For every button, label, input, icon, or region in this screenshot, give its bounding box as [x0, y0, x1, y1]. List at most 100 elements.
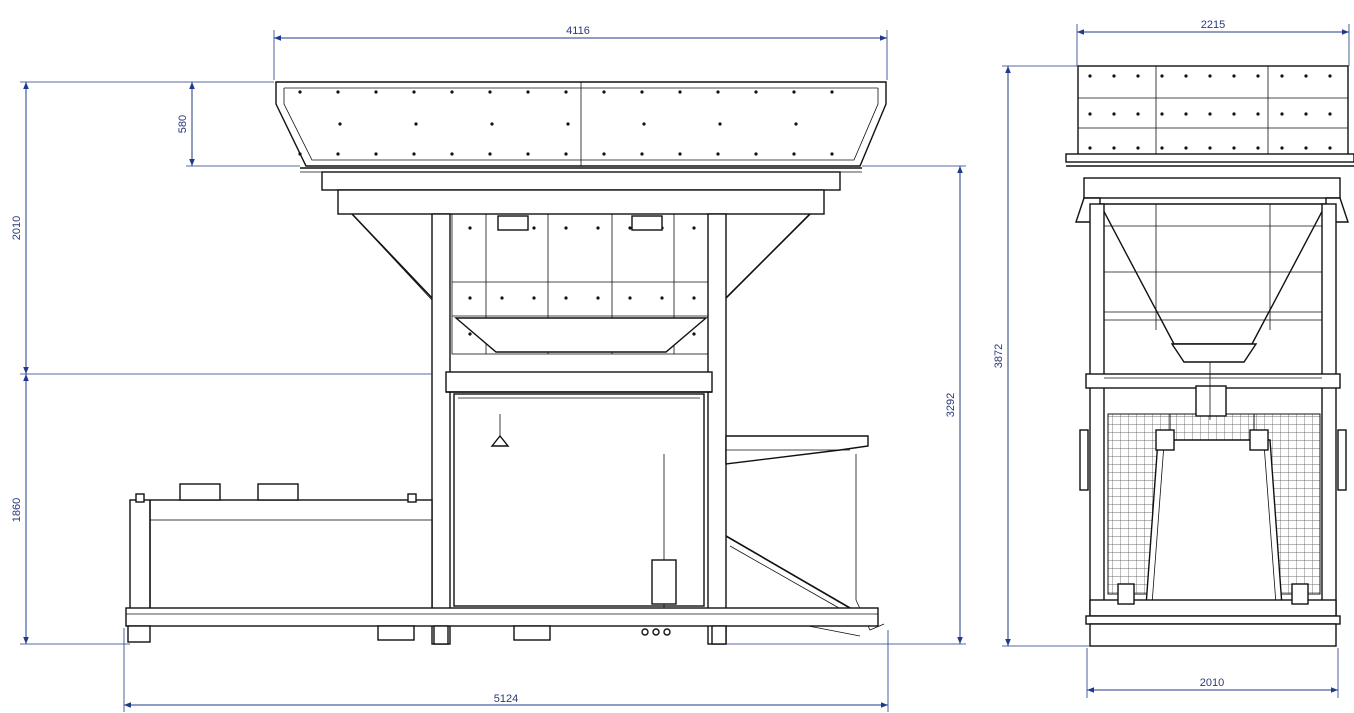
bolt-dot: [1184, 74, 1188, 78]
side-view: [125, 81, 887, 645]
bolt-dot: [450, 90, 454, 94]
side-hook: [490, 414, 677, 608]
bolt-dot: [532, 296, 536, 300]
bolt-dot: [1088, 74, 1092, 78]
bolt-dot: [830, 152, 834, 156]
bolt-dot: [414, 122, 418, 126]
bolt-dot: [468, 296, 472, 300]
bolt-dot: [1208, 74, 1212, 78]
dim-side-upper-height: 2010: [11, 216, 23, 240]
bolt-dot: [830, 90, 834, 94]
bolt-dot: [754, 152, 758, 156]
bolt-dot: [602, 90, 606, 94]
bolt-dot: [1088, 112, 1092, 116]
bolt-dot: [716, 152, 720, 156]
bolt-dot: [1112, 146, 1116, 150]
bolt-dot: [792, 152, 796, 156]
dim-side-top-width: 4116: [566, 25, 590, 37]
bolt-dot: [468, 332, 472, 336]
bolt-dot: [602, 152, 606, 156]
bolt-dot: [640, 152, 644, 156]
bolt-dot: [412, 152, 416, 156]
side-chute: [725, 435, 885, 637]
bolt-dot: [1256, 146, 1260, 150]
side-base: [125, 607, 879, 645]
bolt-dot: [718, 122, 722, 126]
bolt-dot: [336, 152, 340, 156]
bolt-dot: [374, 90, 378, 94]
side-upper-hopper: [275, 81, 887, 173]
bolt-dot: [1136, 112, 1140, 116]
bolt-dot: [794, 122, 798, 126]
bolt-dot: [1208, 112, 1212, 116]
dim-front-total-height: 3872: [993, 344, 1005, 368]
bolt-dot: [596, 296, 600, 300]
bolt-dot: [1160, 74, 1164, 78]
bolt-dot: [692, 332, 696, 336]
bolt-dot: [1328, 74, 1332, 78]
bolt-dot: [1304, 146, 1308, 150]
bolt-dot: [374, 152, 378, 156]
dimension-lines: [20, 24, 1350, 712]
bolt-dot: [754, 90, 758, 94]
bolt-dot: [1232, 146, 1236, 150]
front-lower-hopper: [1075, 177, 1349, 363]
bolt-dot: [1184, 112, 1188, 116]
bolt-dot: [678, 90, 682, 94]
bolt-dot: [338, 122, 342, 126]
bolt-dot: [1232, 74, 1236, 78]
bolt-dot: [1232, 112, 1236, 116]
bolt-dot: [1328, 146, 1332, 150]
bolt-dot: [640, 90, 644, 94]
bolt-dot: [1160, 146, 1164, 150]
bolt-dot: [490, 122, 494, 126]
side-tank: [129, 483, 433, 611]
bolt-dot: [1208, 146, 1212, 150]
front-view: [1065, 65, 1354, 647]
bolt-dot: [1160, 112, 1164, 116]
bolt-dot: [564, 296, 568, 300]
dim-side-hopper-depth: 580: [177, 115, 189, 133]
bolt-dot: [298, 152, 302, 156]
bolt-dot: [628, 226, 632, 230]
bolt-dot: [1280, 146, 1284, 150]
dim-side-total-length: 5124: [494, 693, 518, 705]
bolt-dot: [1280, 112, 1284, 116]
bolt-dot: [1304, 112, 1308, 116]
dim-side-lower-height: 1860: [11, 498, 23, 522]
dim-front-base-width: 2010: [1200, 677, 1224, 689]
front-top-hopper: [1065, 65, 1354, 167]
bolt-dot: [1256, 112, 1260, 116]
bolt-dot: [1304, 74, 1308, 78]
bolt-dot: [450, 152, 454, 156]
bolt-dot: [1136, 146, 1140, 150]
side-lower-hopper: [321, 171, 841, 355]
dim-side-hopper-to-base: 3292: [945, 393, 957, 417]
bolt-dot: [1256, 74, 1260, 78]
bolt-dot: [1280, 74, 1284, 78]
bolt-dot: [678, 152, 682, 156]
bolt-dot: [336, 90, 340, 94]
bolt-dot: [488, 152, 492, 156]
bolt-dot: [1136, 74, 1140, 78]
bolt-dot: [468, 226, 472, 230]
bolt-dot: [628, 296, 632, 300]
side-frame-columns: [431, 213, 727, 645]
bolt-dot: [1184, 146, 1188, 150]
bolt-dot: [412, 90, 416, 94]
bolt-dot: [1112, 112, 1116, 116]
bolt-dot: [564, 152, 568, 156]
dimension-labels: 4116 580 2010 1860 3292 5124 2215 3872 2…: [11, 19, 1225, 705]
bolt-dot: [1112, 74, 1116, 78]
bolt-dot: [298, 90, 302, 94]
bolt-dot: [596, 226, 600, 230]
front-base: [1079, 429, 1347, 647]
bolt-dot: [526, 90, 530, 94]
bolt-dot: [500, 296, 504, 300]
bolt-dot: [660, 296, 664, 300]
bolt-dot: [692, 226, 696, 230]
bolt-dot: [716, 90, 720, 94]
front-mesh-cage: [1107, 362, 1321, 607]
bolt-dot: [1088, 146, 1092, 150]
